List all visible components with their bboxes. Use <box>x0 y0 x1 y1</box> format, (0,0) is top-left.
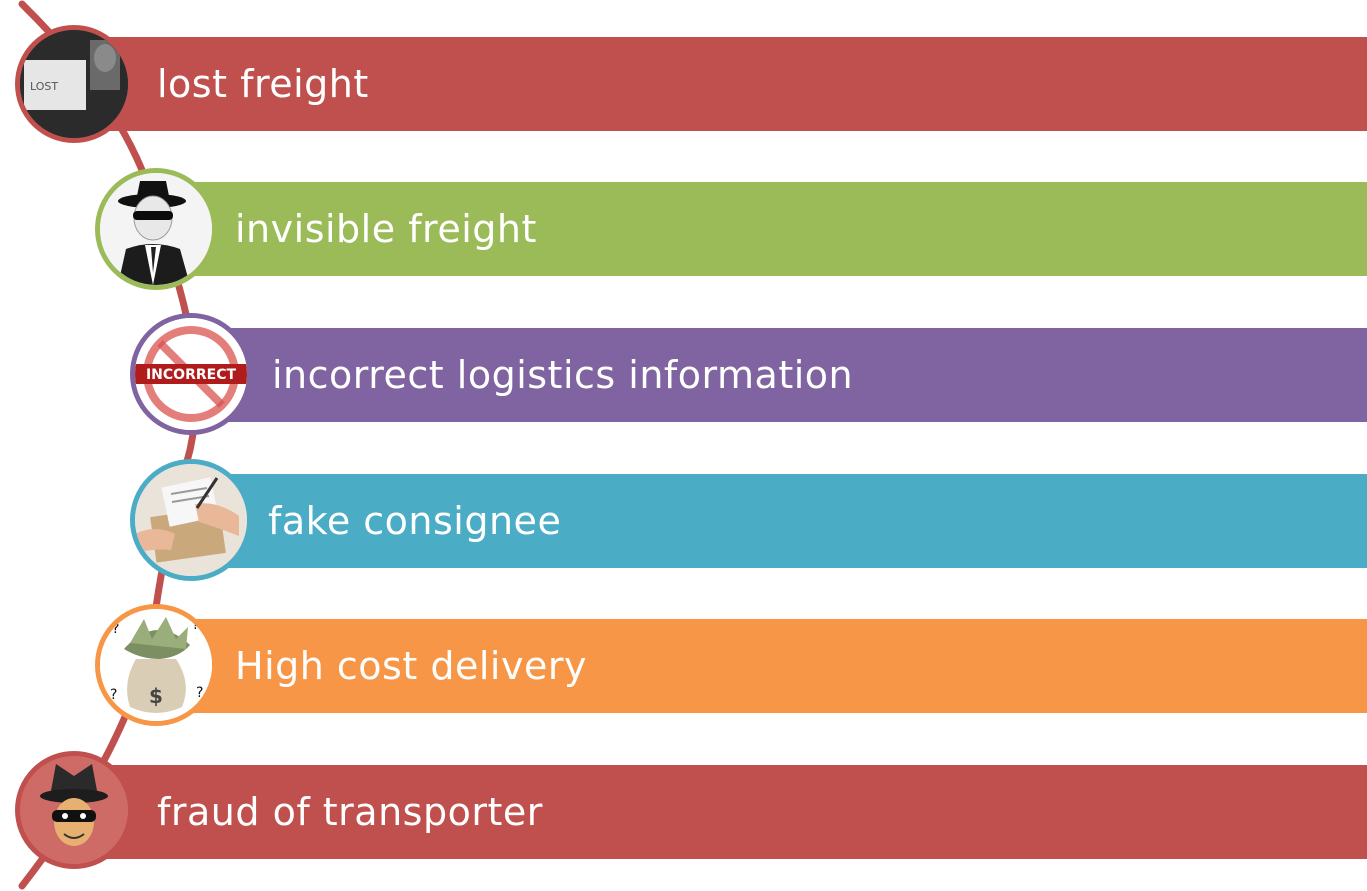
band-incorrect-logistics-information: incorrect logistics information <box>190 328 1367 422</box>
band-label: lost freight <box>157 62 369 106</box>
svg-text:?: ? <box>192 617 199 633</box>
band-label: fraud of transporter <box>157 790 543 834</box>
band-lost-freight: lost freight <box>75 37 1367 131</box>
band-fraud-of-transporter: fraud of transporter <box>75 765 1367 859</box>
signing-hands-icon <box>130 459 252 581</box>
svg-text:?: ? <box>110 687 117 703</box>
band-fake-consignee: fake consignee <box>190 474 1367 568</box>
band-label: invisible freight <box>235 207 537 251</box>
lost-sign-icon: LOST <box>15 25 133 143</box>
invisible-man-icon <box>95 168 217 290</box>
incorrect-stamp-text: INCORRECT <box>146 367 237 383</box>
band-label: High cost delivery <box>235 644 587 688</box>
money-bag-icon: $ ? ? ? ? <box>95 604 217 726</box>
band-label: incorrect logistics information <box>272 353 854 397</box>
svg-text:?: ? <box>112 621 119 637</box>
svg-text:?: ? <box>196 685 203 701</box>
incorrect-stamp-icon: INCORRECT <box>130 313 252 435</box>
band-invisible-freight: invisible freight <box>155 182 1367 276</box>
band-high-cost-delivery: High cost delivery <box>155 619 1367 713</box>
dollar-sign-text: $ <box>149 684 163 708</box>
lost-sign-text: LOST <box>30 80 58 93</box>
band-label: fake consignee <box>268 499 562 543</box>
masked-thief-icon <box>15 751 133 869</box>
